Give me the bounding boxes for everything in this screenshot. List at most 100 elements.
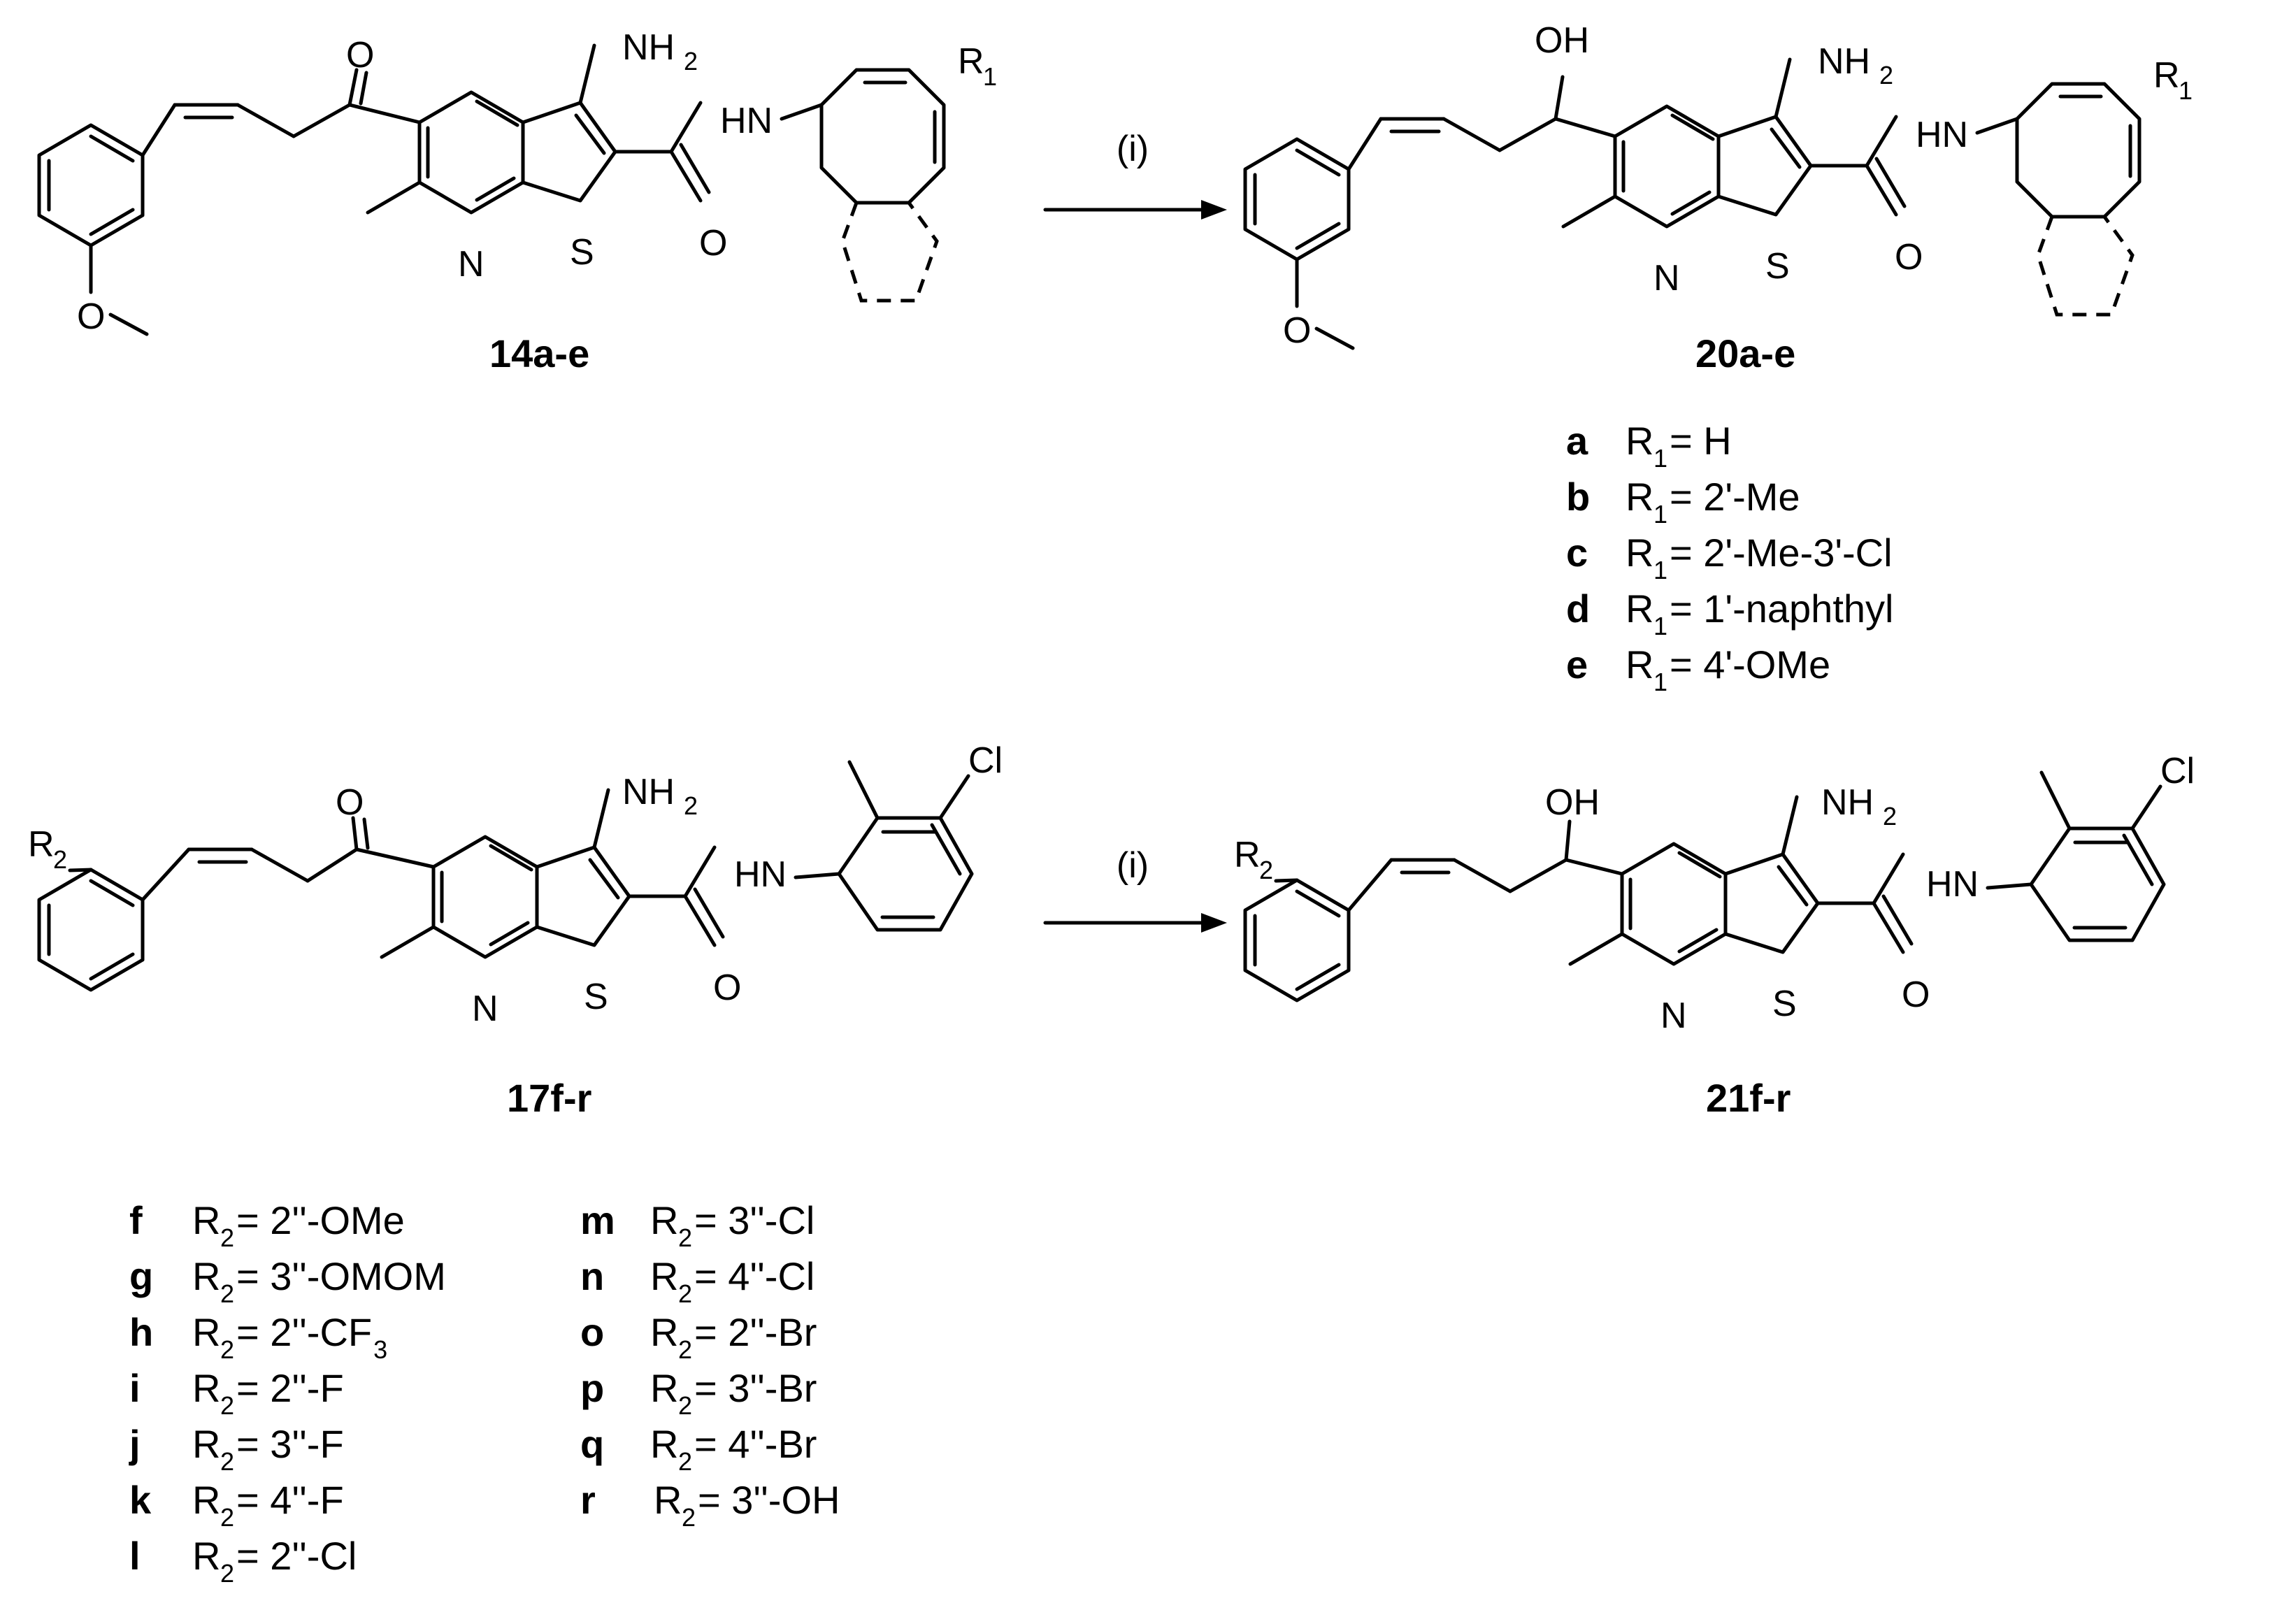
compound-label-14a-e: 14a-e	[489, 331, 589, 375]
atom-O: O	[77, 296, 105, 337]
r2-row-id: k	[129, 1478, 152, 1522]
atom-O: O	[713, 968, 741, 1008]
r2-row-sub: 2	[220, 1391, 234, 1420]
r2-row-id: g	[129, 1254, 153, 1298]
r1-row-sub: 1	[1653, 556, 1667, 584]
compound-14a-e-structure	[39, 45, 946, 336]
r2-row: j R 2 = 3''-F	[129, 1422, 344, 1476]
atom-sub-2: 2	[1259, 856, 1273, 884]
compound-20a-e-structure	[1245, 59, 2141, 350]
r2-row: q R 2 = 4''-Br	[580, 1422, 817, 1476]
r1-row-id: a	[1566, 419, 1588, 463]
r1-row-r: R	[1626, 531, 1653, 575]
r2-row-sub: 2	[220, 1223, 234, 1252]
r2-row-value: = 2''-CF	[236, 1310, 372, 1354]
r2-row-r: R	[650, 1422, 678, 1466]
atom-HN: HN	[734, 854, 787, 895]
atom-OH: OH	[1545, 782, 1600, 823]
atom-O: O	[699, 223, 727, 264]
r2-row-r: R	[192, 1254, 220, 1298]
r2-row-sub: 2	[678, 1447, 692, 1476]
atom-N: N	[472, 989, 498, 1029]
r1-row-id: d	[1566, 587, 1590, 631]
compound-14a-e-atom-labels: O NH 2 N S HN O O R 1	[77, 27, 997, 337]
r2-row-r: R	[650, 1366, 678, 1410]
atom-O: O	[1895, 237, 1923, 278]
atom-HN: HN	[1926, 864, 1979, 905]
r1-row: b R 1 = 2'-Me	[1566, 475, 1800, 529]
r1-row-id: e	[1566, 642, 1588, 687]
atom-S: S	[1772, 984, 1797, 1024]
atom-O: O	[1902, 975, 1930, 1015]
r2-row-sub: 2	[678, 1279, 692, 1308]
r2-row-value: = 4''-F	[236, 1478, 344, 1522]
r2-row-id: q	[580, 1422, 604, 1466]
r2-substituent-table-right: m R 2 = 3''-Cl n R 2 = 4''-Cl o R 2 = 2'…	[580, 1198, 840, 1532]
r2-row-sub: 2	[678, 1391, 692, 1420]
r2-row-id: m	[580, 1198, 615, 1242]
r2-row: f R 2 = 2''-OMe	[129, 1198, 405, 1252]
r1-row-sub: 1	[1653, 612, 1667, 640]
atom-sub-2: 2	[684, 47, 698, 76]
r2-row-sub: 2	[220, 1335, 234, 1364]
reaction-arrow-2	[1043, 913, 1227, 933]
r2-row-value: = 2''-Br	[694, 1310, 817, 1354]
r1-row: a R 1 = H	[1566, 419, 1732, 473]
r2-row-value: = 2''-F	[236, 1366, 344, 1410]
r1-row-r: R	[1626, 642, 1653, 687]
r2-row-r: R	[192, 1422, 220, 1466]
r1-row-value: = H	[1670, 419, 1732, 463]
atom-NH: NH	[1818, 41, 1870, 82]
r1-row: d R 1 = 1'-naphthyl	[1566, 587, 1893, 640]
r2-row-id: o	[580, 1310, 604, 1354]
atom-R: R	[2153, 55, 2180, 96]
r2-row-id: h	[129, 1310, 153, 1354]
r1-row-sub: 1	[1653, 500, 1667, 529]
atom-R: R	[28, 824, 55, 865]
r2-row-sub: 2	[678, 1223, 692, 1252]
r2-row-r: R	[192, 1478, 220, 1522]
r2-row-value: = 4''-Cl	[694, 1254, 815, 1298]
compound-17f-r-atom-labels: O NH 2 N S HN O Cl R 2	[28, 740, 1003, 1029]
r2-row-r: R	[192, 1310, 220, 1354]
r2-row-sub: 2	[682, 1503, 696, 1532]
r2-row: k R 2 = 4''-F	[129, 1478, 344, 1532]
r2-row-r: R	[192, 1534, 220, 1578]
r2-row-value: = 2''-Cl	[236, 1534, 357, 1578]
atom-R: R	[1234, 835, 1261, 875]
r1-row-id: b	[1566, 475, 1590, 519]
r2-row: r R 2 = 3''-OH	[580, 1478, 840, 1532]
r1-row-id: c	[1566, 531, 1588, 575]
r2-row-r: R	[650, 1198, 678, 1242]
r2-row-value-sub: 3	[373, 1335, 387, 1364]
r2-row-r: R	[192, 1198, 220, 1242]
r1-row-sub: 1	[1653, 668, 1667, 696]
r1-row-value: = 2'-Me	[1670, 475, 1800, 519]
atom-N: N	[1660, 996, 1687, 1036]
r2-row-value: = 3''-F	[236, 1422, 344, 1466]
r2-row-r: R	[654, 1478, 682, 1522]
reaction-arrow-1	[1043, 200, 1227, 220]
atom-S: S	[584, 977, 608, 1017]
r2-row: n R 2 = 4''-Cl	[580, 1254, 815, 1308]
r2-row-id: n	[580, 1254, 604, 1298]
r2-row-sub: 2	[220, 1503, 234, 1532]
r2-row-id: r	[580, 1478, 596, 1522]
r1-row-r: R	[1626, 475, 1653, 519]
atom-S: S	[1765, 246, 1790, 287]
r1-row-sub: 1	[1653, 444, 1667, 473]
atom-OH: OH	[1535, 20, 1589, 61]
compound-label-21f-r: 21f-r	[1706, 1076, 1791, 1120]
compound-20a-e-atom-labels: OH NH 2 N S HN O O R 1	[1283, 20, 2193, 351]
r2-row-value: = 2''-OMe	[236, 1198, 405, 1242]
atom-HN: HN	[720, 101, 773, 141]
compound-21f-r-atom-labels: OH NH 2 N S HN O Cl R 2	[1234, 751, 2195, 1036]
atom-sub-1: 1	[2179, 76, 2193, 105]
r2-row-sub: 2	[220, 1447, 234, 1476]
atom-Cl: Cl	[2160, 751, 2195, 791]
r2-row-sub: 2	[220, 1559, 234, 1588]
r2-row: h R 2 = 2''-CF 3	[129, 1310, 387, 1364]
r1-substituent-table: a R 1 = H b R 1 = 2'-Me c R 1 = 2'-Me-3'…	[1566, 419, 1893, 696]
r2-row-id: f	[129, 1198, 143, 1242]
reaction-condition-2: (i)	[1117, 845, 1149, 886]
